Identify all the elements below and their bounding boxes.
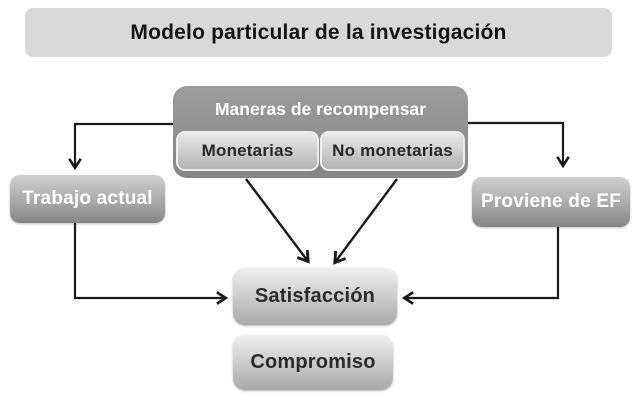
node-maneras-label: Maneras de recompensar xyxy=(214,99,427,119)
node-trabajo-actual: Trabajo actual xyxy=(10,175,165,223)
node-compromiso: Compromiso xyxy=(233,335,393,390)
node-no-monetarias: No monetarias xyxy=(322,133,463,169)
node-no-monetarias-label: No monetarias xyxy=(332,141,453,160)
arrow-monetarias-to-satisfaccion xyxy=(245,178,310,264)
node-satisfaccion-label: Satisfacción xyxy=(254,285,376,307)
diagram-title: Modelo particular de la investigación xyxy=(25,8,612,57)
node-satisfaccion: Satisfacción xyxy=(233,268,397,325)
arrow-no-monetarias-to-satisfaccion xyxy=(333,178,398,265)
node-monetarias: Monetarias xyxy=(178,133,317,169)
arrow-trabajo-to-satisfaccion xyxy=(73,223,229,305)
arrow-maneras-to-trabajo xyxy=(68,122,173,171)
node-proviene-de-ef-label: Proviene de EF xyxy=(480,191,622,212)
node-trabajo-actual-label: Trabajo actual xyxy=(22,188,153,209)
diagram-title-label: Modelo particular de la investigación xyxy=(130,20,507,44)
arrow-proviene-to-satisfaccion xyxy=(401,227,560,305)
arrow-maneras-to-proviene xyxy=(468,121,570,169)
node-monetarias-label: Monetarias xyxy=(201,141,294,160)
node-compromiso-label: Compromiso xyxy=(250,351,376,373)
node-proviene-de-ef: Proviene de EF xyxy=(472,177,630,227)
